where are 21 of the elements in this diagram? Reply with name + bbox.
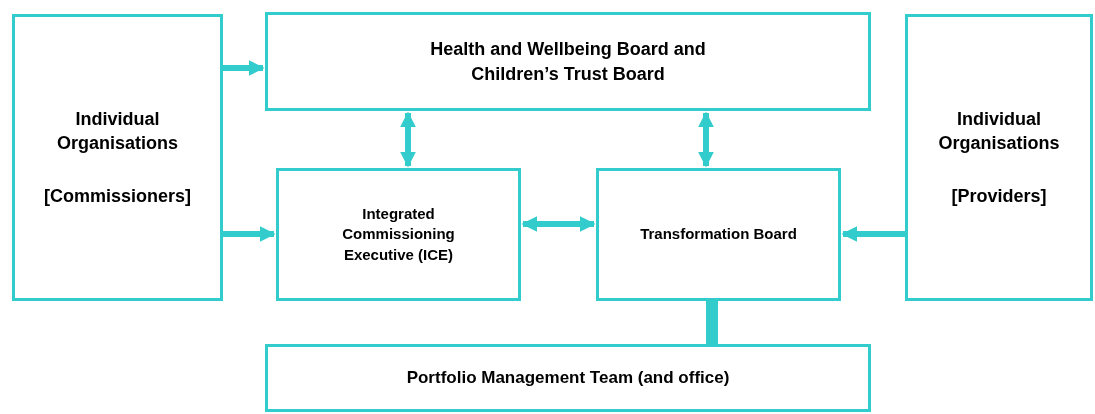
process-box [265,344,871,412]
arrow [841,226,905,242]
arrow [698,111,714,168]
box-label: [Providers] [951,184,1047,208]
box-label: Health and Wellbeing Board and Children’s Trust Board [429,38,707,86]
arrow [223,226,276,242]
process-box [905,14,1093,301]
process-box [276,168,521,301]
box-label: [Commissioners] [43,184,191,208]
process-box [265,12,871,111]
box-label: Individual Organisations [937,108,1061,156]
box-label: Integrated Commissioning Executive (ICE) [341,204,456,265]
box-label: Portfolio Management Team (and office) [406,366,730,389]
process-box [596,168,841,301]
box-label: Transformation Board [640,224,797,245]
process-box [12,14,223,301]
box-label: Individual Organisations [56,108,179,156]
arrow [521,216,596,232]
arrow [400,111,416,168]
connector-line [706,301,718,344]
arrow [223,60,265,76]
